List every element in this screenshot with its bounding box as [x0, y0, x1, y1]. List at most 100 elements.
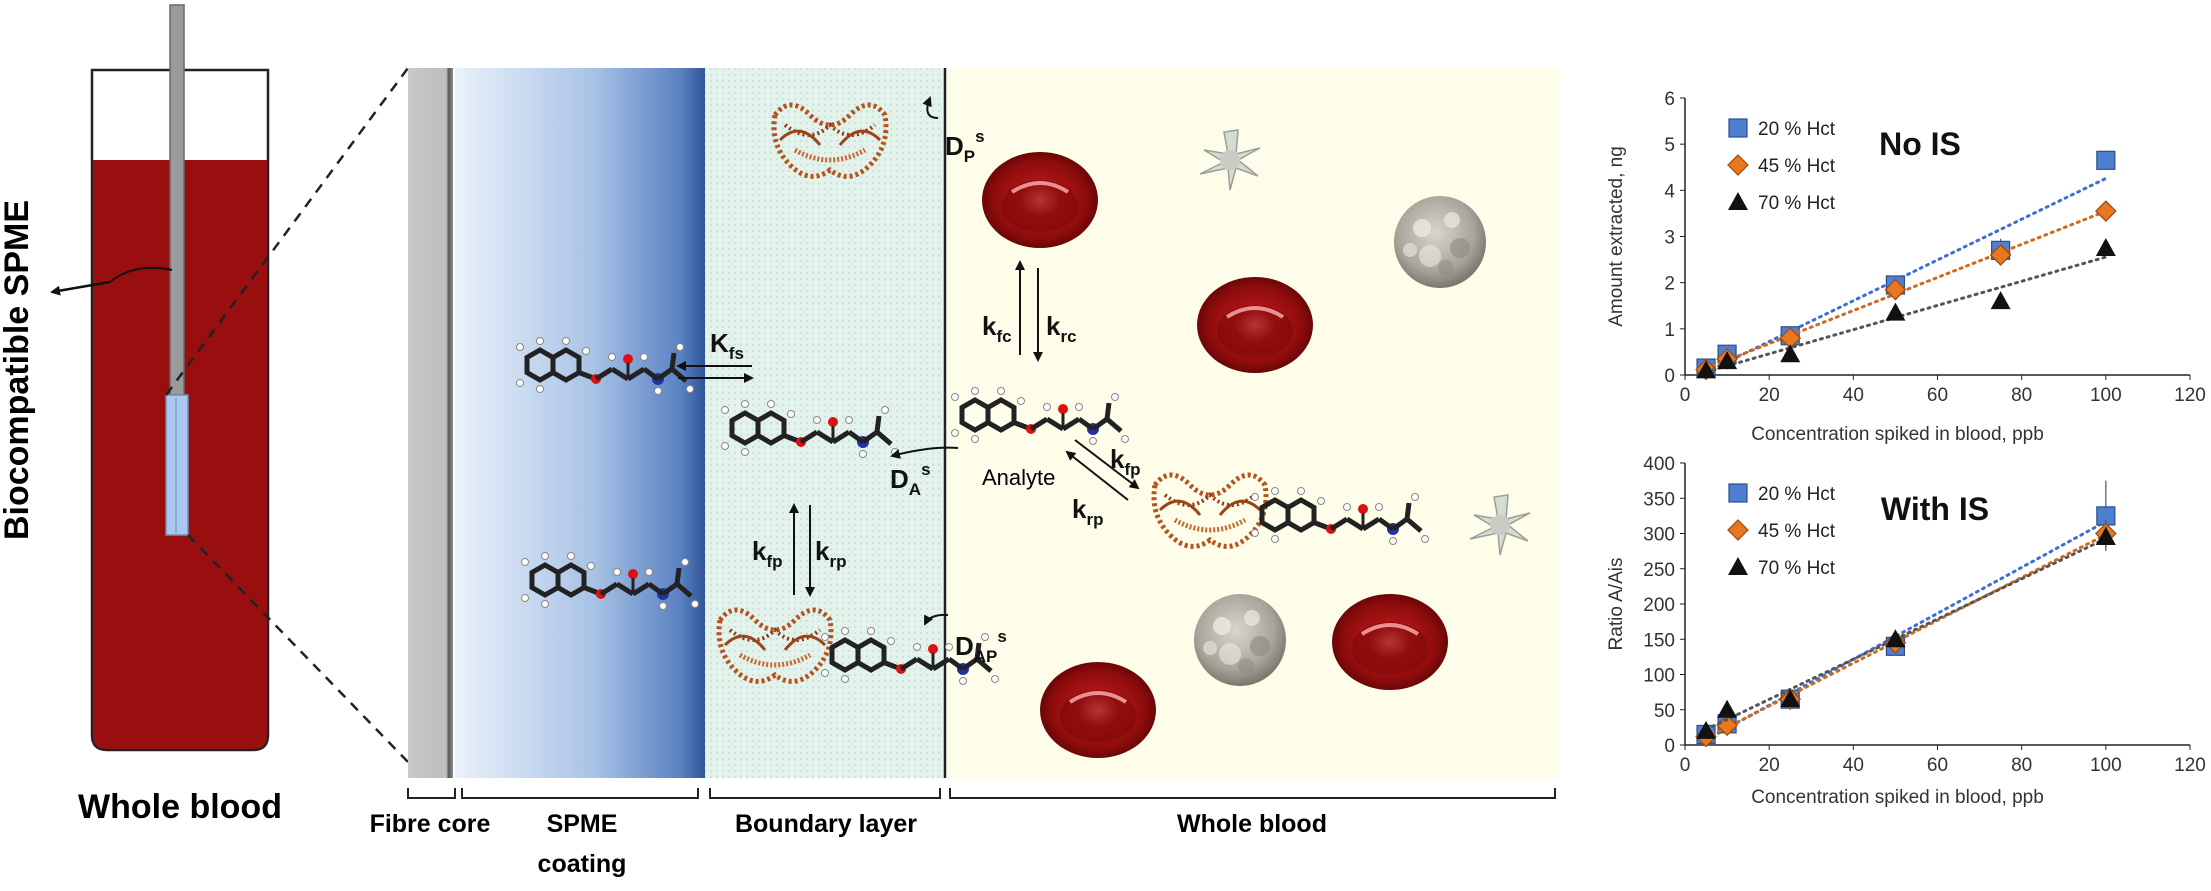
- x-tick-label: 20: [1759, 755, 1780, 776]
- trendline-0: [1704, 519, 2108, 742]
- legend-label: 70 % Hct: [1758, 193, 1836, 214]
- data-point: [1780, 689, 1801, 708]
- x-tick-label: 100: [2090, 755, 2122, 776]
- data-point: [1717, 699, 1738, 718]
- data-point: [1990, 291, 2011, 310]
- x-tick-label: 80: [2011, 755, 2032, 776]
- data-point: [1696, 720, 1717, 739]
- y-tick-label: 50: [1654, 701, 1675, 722]
- x-tick-label: 40: [1843, 385, 1864, 406]
- x-tick-label: 20: [1759, 385, 1780, 406]
- y-tick-label: 250: [1643, 560, 1675, 581]
- y-tick-label: 200: [1643, 595, 1675, 616]
- x-tick-label: 100: [2090, 385, 2122, 406]
- data-point: [1884, 278, 1907, 301]
- label-kfp-layer: kfp: [752, 536, 783, 571]
- sample-tube: [50, 4, 410, 763]
- y-tick-label: 4: [1664, 181, 1675, 202]
- y-tick-label: 150: [1643, 630, 1675, 651]
- label-kfs: Kfs: [710, 328, 744, 363]
- label-krc: krc: [1046, 311, 1077, 346]
- x-tick-label: 120: [2174, 385, 2206, 406]
- x-tick-label: 0: [1680, 385, 1691, 406]
- whole-blood-region-label: Whole blood: [1177, 810, 1327, 838]
- data-point: [1885, 629, 1906, 648]
- legend-marker: [1728, 118, 1748, 138]
- label-da: DAs: [890, 460, 931, 499]
- legend-marker: [1728, 483, 1748, 503]
- analyte-label: Analyte: [982, 465, 1055, 490]
- chart-title: With IS: [1881, 491, 1989, 527]
- spme-coating-label-1: SPME: [547, 810, 618, 838]
- red-blood-cell-4: [1038, 660, 1158, 760]
- x-tick-label: 120: [2174, 755, 2206, 776]
- label-pointer-arrow: [50, 280, 111, 296]
- data-point: [1989, 244, 2012, 266]
- legend-label: 45 % Hct: [1758, 521, 1836, 542]
- biocompatible-spme-label: Biocompatible SPME: [0, 200, 36, 540]
- bracket-boundary: [709, 788, 941, 799]
- trendline-1: [1704, 533, 2108, 740]
- y-tick-label: 2: [1664, 274, 1675, 295]
- legend-label: 70 % Hct: [1758, 558, 1836, 579]
- y-tick-label: 300: [1643, 525, 1675, 546]
- legend-marker: [1727, 519, 1749, 541]
- data-point: [1696, 360, 1717, 379]
- data-point: [1780, 344, 1801, 363]
- equilibrium-arrows: [676, 96, 1140, 626]
- legend-label: 45 % Hct: [1758, 156, 1836, 177]
- x-axis-label: Concentration spiked in blood, ppb: [1751, 787, 2044, 808]
- bracket-coating: [461, 788, 699, 799]
- x-tick-label: 0: [1680, 755, 1691, 776]
- fibre-core-label: Fibre core: [370, 810, 491, 838]
- spme-coating-band: [455, 68, 705, 778]
- boundary-layer-label: Boundary layer: [735, 810, 917, 838]
- data-point: [1717, 351, 1738, 370]
- red-blood-cell-3: [1330, 592, 1450, 692]
- red-blood-cell-1: [980, 150, 1100, 250]
- bracket-fibre-core: [407, 788, 456, 799]
- label-kfp-blood: kfp: [1110, 444, 1141, 479]
- y-tick-label: 350: [1643, 489, 1675, 510]
- white-blood-cell-2: [1194, 594, 1286, 686]
- x-tick-label: 40: [1843, 755, 1864, 776]
- white-blood-cell-1: [1394, 196, 1486, 288]
- legend-marker: [1728, 557, 1748, 575]
- x-tick-label: 80: [2011, 385, 2032, 406]
- y-tick-label: 3: [1664, 228, 1675, 249]
- red-blood-cell-2: [1195, 275, 1315, 375]
- data-point: [2095, 238, 2116, 257]
- data-point: [2095, 527, 2116, 546]
- y-tick-label: 400: [1643, 454, 1675, 475]
- label-kfc: kfc: [982, 311, 1012, 346]
- chart-title: No IS: [1879, 126, 1961, 162]
- label-krp-layer: krp: [815, 536, 846, 571]
- y-axis-label: Amount extracted, ng: [1606, 146, 1627, 327]
- data-point: [2094, 200, 2117, 222]
- y-tick-label: 100: [1643, 666, 1675, 687]
- zoom-line-top: [164, 67, 410, 396]
- y-tick-label: 6: [1664, 89, 1675, 110]
- label-dap: DAPs: [955, 627, 1007, 666]
- trendline-2: [1704, 255, 2108, 374]
- legend-label: 20 % Hct: [1758, 484, 1836, 505]
- label-pointer-curve: [109, 266, 173, 283]
- trendline-1: [1704, 209, 2108, 371]
- fiber-rod: [169, 4, 185, 396]
- legend-label: 20 % Hct: [1758, 119, 1836, 140]
- spme-coating-label-2: coating: [538, 850, 627, 878]
- label-krp-blood: krp: [1072, 494, 1103, 529]
- x-tick-label: 60: [1927, 385, 1948, 406]
- tube-whole-blood-label: Whole blood: [78, 788, 282, 826]
- y-tick-label: 5: [1664, 135, 1675, 156]
- y-tick-label: 0: [1664, 736, 1675, 757]
- bracket-whole-blood: [949, 788, 1556, 799]
- fibre-core-band: [408, 68, 453, 778]
- data-point: [2096, 150, 2116, 170]
- trendline-0: [1704, 176, 2108, 374]
- x-tick-label: 60: [1927, 755, 1948, 776]
- cross-section: [407, 68, 1559, 799]
